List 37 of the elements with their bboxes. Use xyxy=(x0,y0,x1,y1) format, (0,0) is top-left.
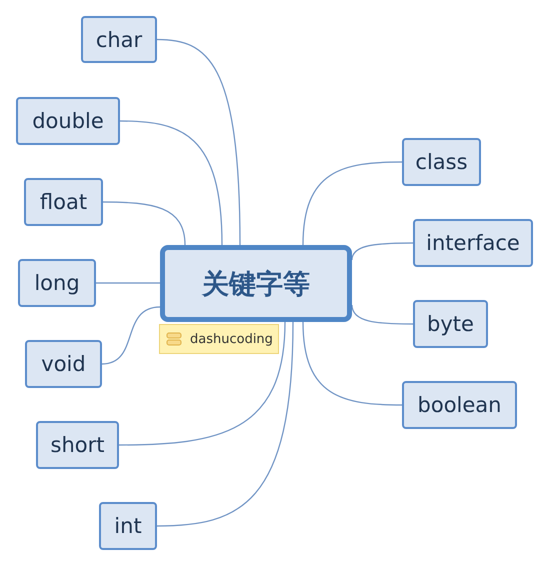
connector-line xyxy=(96,282,160,284)
keyword-text: interface xyxy=(426,231,520,255)
keyword-box xyxy=(16,97,120,145)
keyword-box xyxy=(99,502,157,550)
connector-line xyxy=(351,304,413,325)
connector-line xyxy=(119,322,286,446)
note-box xyxy=(159,324,279,354)
keyword-box xyxy=(24,178,103,226)
connector-line xyxy=(156,38,241,245)
keyword-box xyxy=(402,381,517,429)
keyword-text: float xyxy=(40,190,88,214)
keyword-box xyxy=(81,16,157,63)
connector-line xyxy=(351,242,413,260)
keyword-box xyxy=(402,138,481,186)
connector-line xyxy=(156,322,294,527)
connector-line xyxy=(103,201,186,246)
keyword-box xyxy=(413,219,533,267)
note-text: dashucoding xyxy=(190,332,273,346)
connector-line xyxy=(302,322,402,406)
keyword-text: short xyxy=(50,433,104,457)
keyword-text: byte xyxy=(427,312,474,336)
connector-line xyxy=(120,120,223,246)
keyword-text: int xyxy=(114,514,142,538)
keyword-box xyxy=(36,421,119,469)
topic-text: 关键字等 xyxy=(202,268,310,302)
keyword-text: class xyxy=(415,150,468,174)
connector-line xyxy=(102,306,160,365)
keyword-text: char xyxy=(96,28,142,52)
topic-box xyxy=(160,245,352,322)
keyword-text: boolean xyxy=(418,393,502,417)
keyword-box xyxy=(25,340,102,388)
keyword-box xyxy=(413,300,488,348)
keyword-box xyxy=(18,259,96,307)
keyword-text: long xyxy=(34,271,80,295)
connector-line xyxy=(302,161,402,246)
keyword-text: double xyxy=(32,109,104,133)
keyword-text: void xyxy=(41,352,86,376)
